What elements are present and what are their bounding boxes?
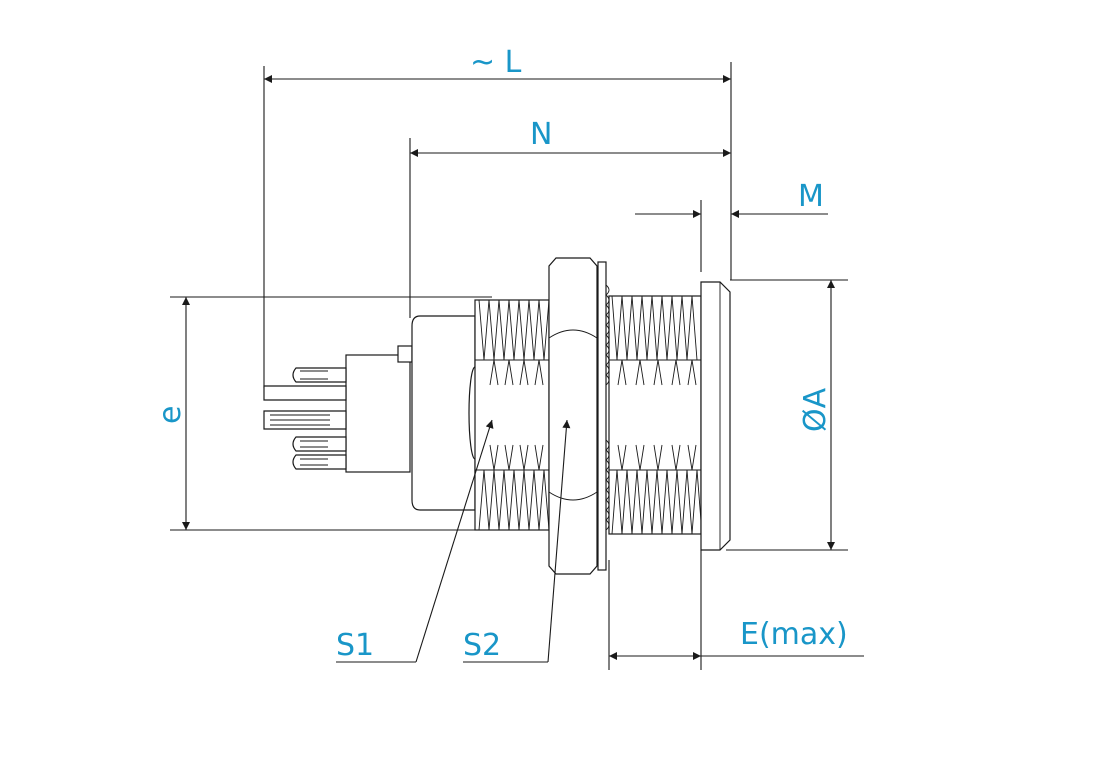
dimension-n xyxy=(409,138,731,318)
label-a: ØA xyxy=(798,387,833,432)
label-l: ~ L xyxy=(470,45,522,80)
lock-washer xyxy=(597,261,610,571)
connector-body xyxy=(263,257,731,575)
dimension-a xyxy=(726,279,848,551)
solder-contacts xyxy=(263,345,413,473)
label-n: N xyxy=(530,117,552,152)
dimension-emax xyxy=(608,550,864,670)
leader-s1 xyxy=(336,419,494,663)
dimension-m xyxy=(635,200,828,272)
rear-sleeve xyxy=(411,315,476,511)
label-s1: S1 xyxy=(336,628,374,663)
label-e: e xyxy=(153,406,188,424)
dimension-e xyxy=(170,296,492,531)
label-m: M xyxy=(798,179,824,214)
leader-s2 xyxy=(463,419,571,663)
dimension-l xyxy=(263,62,732,388)
front-flange xyxy=(700,281,731,551)
label-s2: S2 xyxy=(463,628,501,663)
hex-nut xyxy=(548,257,598,575)
label-emax: E(max) xyxy=(740,617,848,652)
